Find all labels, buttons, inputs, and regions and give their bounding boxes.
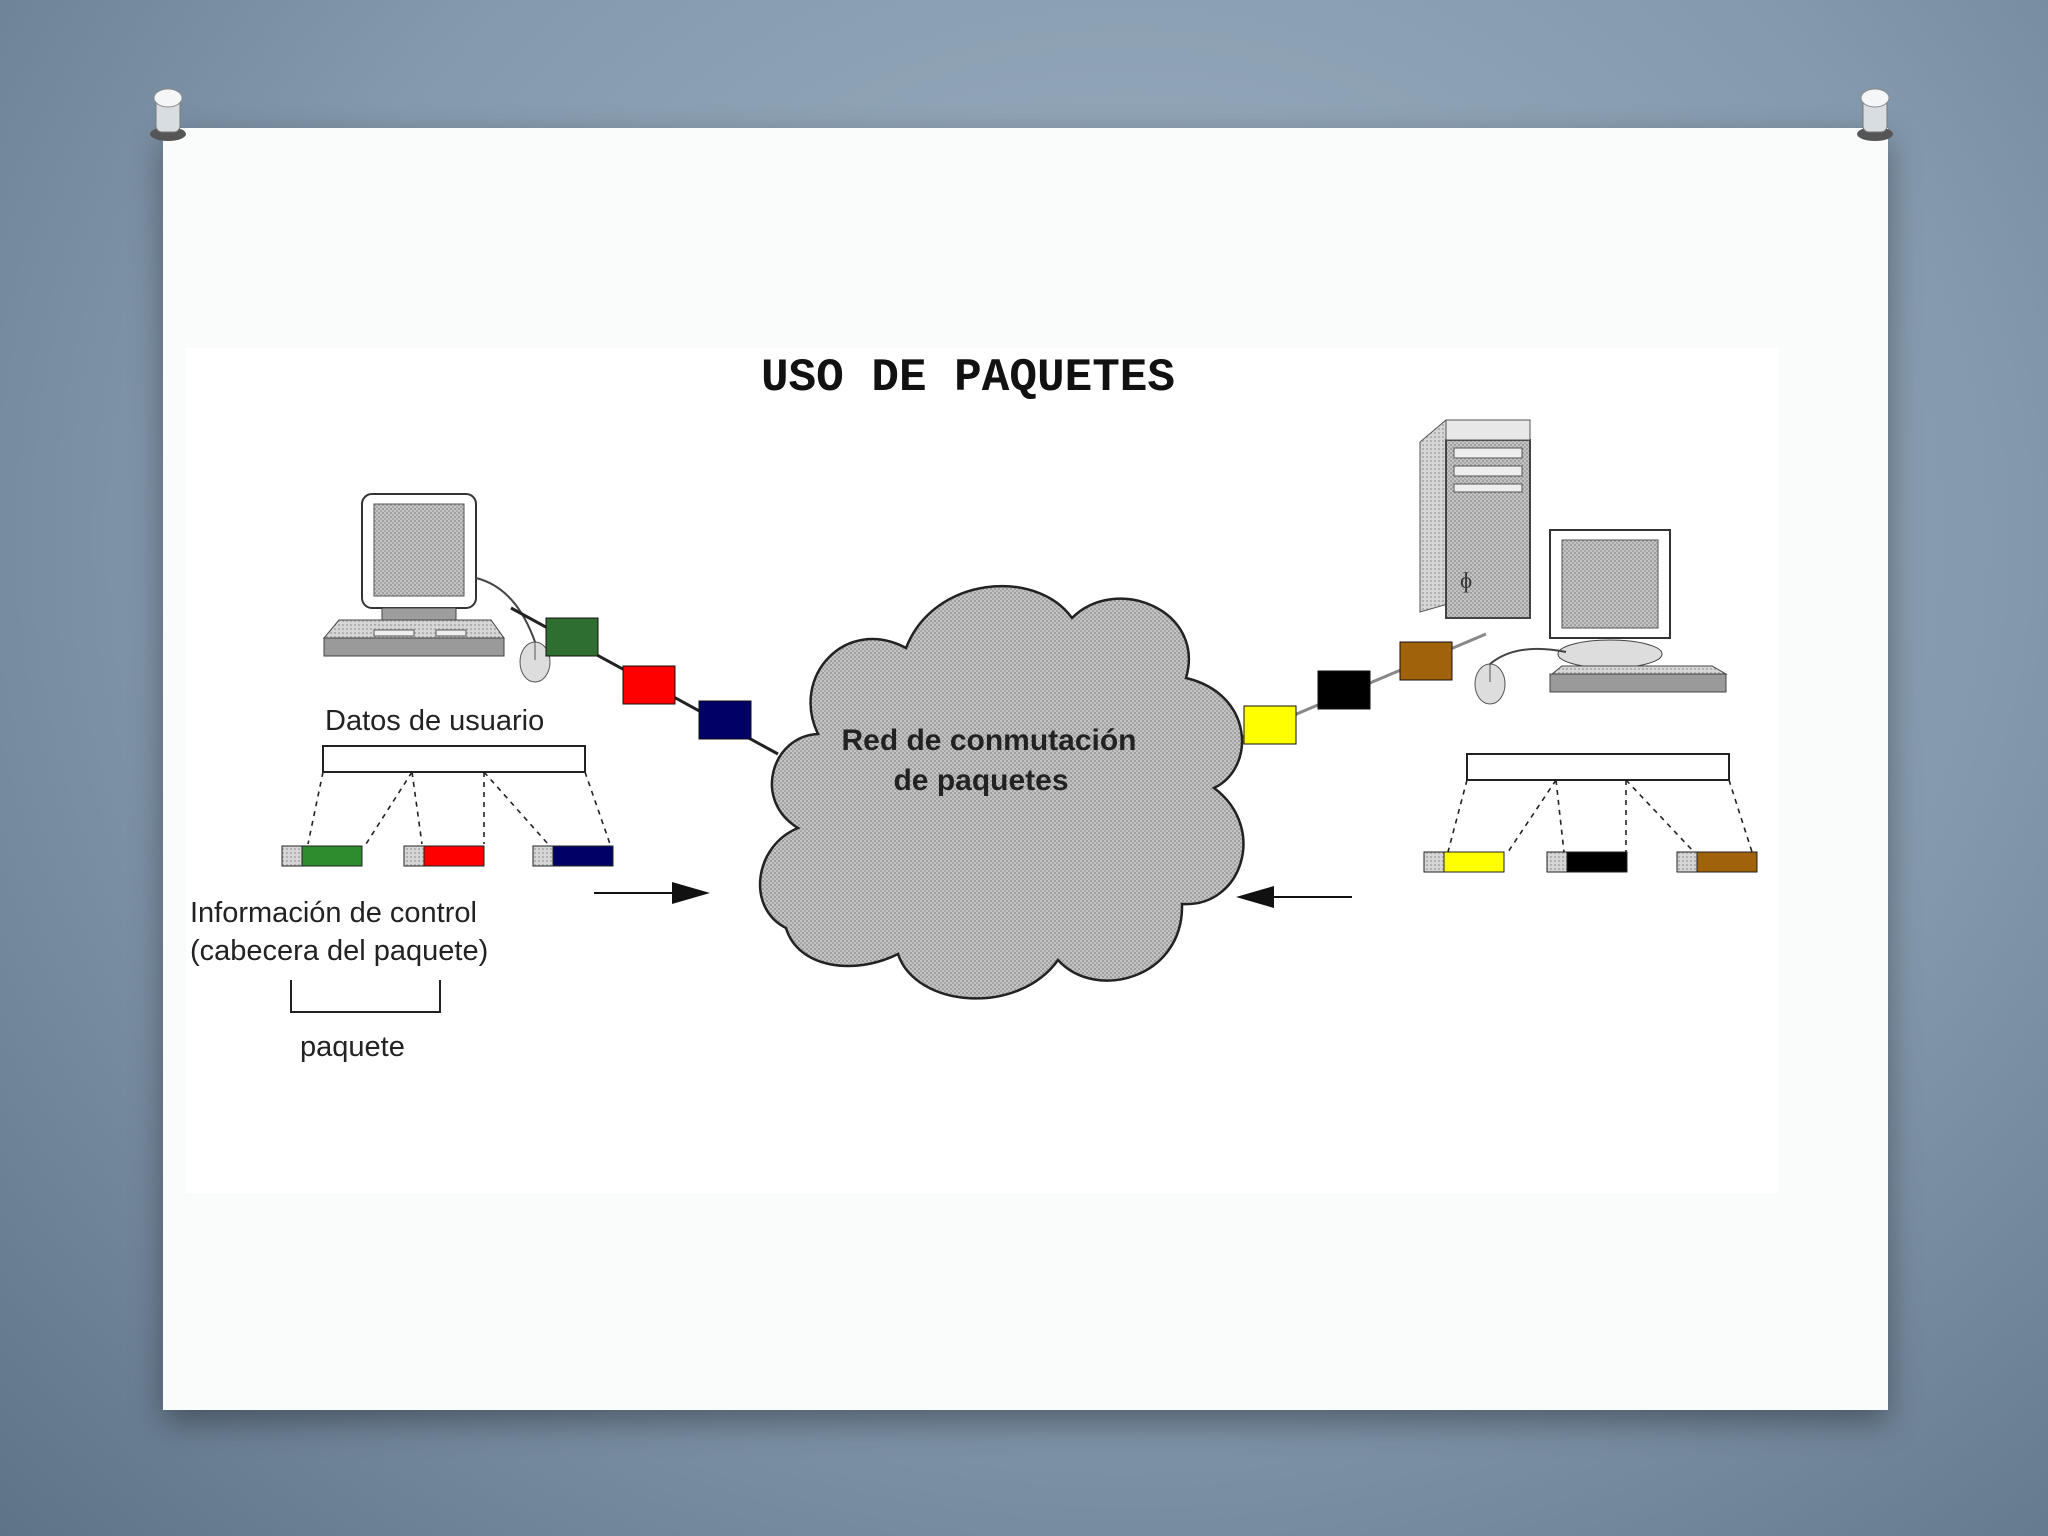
user-data-label: Datos de usuario: [325, 705, 544, 737]
arrow-right-icon: [594, 882, 710, 904]
network-cloud: Red de conmutación de paquetes: [760, 586, 1243, 998]
left-split-lines: [308, 772, 610, 844]
right-pin-icon: [1853, 86, 1897, 142]
left-packet-red: [404, 846, 484, 866]
packet-red-in-transit: [623, 666, 675, 704]
right-packet-black: [1547, 852, 1627, 872]
packet-brown-in-transit: [1400, 642, 1452, 680]
left-packet-green: [282, 846, 362, 866]
right-packet-yellow: [1424, 852, 1504, 872]
packet-black-in-transit: [1318, 671, 1370, 709]
packet-green-in-transit: [546, 618, 598, 656]
right-split-lines: [1448, 780, 1752, 852]
control-info-line1: Información de control: [190, 897, 477, 929]
cloud-label-line1: Red de conmutación: [841, 724, 1136, 757]
left-pin-icon: [146, 86, 190, 142]
control-info-line2: (cabecera del paquete): [190, 935, 488, 967]
packet-label: paquete: [300, 1031, 405, 1063]
left-user-data-bar: [323, 746, 585, 772]
arrow-left-icon: [1236, 886, 1352, 908]
packet-navy-in-transit: [699, 701, 751, 739]
right-computer-icon: ɸ: [1420, 420, 1726, 704]
right-packet-brown: [1677, 852, 1757, 872]
packet-diagram: USO DE PAQUETES ɸ: [186, 348, 1778, 1193]
cloud-label-line2: de paquetes: [893, 764, 1068, 797]
left-packet-navy: [533, 846, 613, 866]
diagram-title: USO DE PAQUETES: [761, 352, 1175, 404]
svg-text:ɸ: ɸ: [1460, 568, 1472, 593]
left-computer-icon: [324, 494, 550, 682]
packet-yellow-in-transit: [1244, 706, 1296, 744]
diagram-panel: USO DE PAQUETES ɸ: [186, 348, 1778, 1193]
packet-bracket: [291, 980, 440, 1012]
right-user-data-bar: [1467, 754, 1729, 780]
